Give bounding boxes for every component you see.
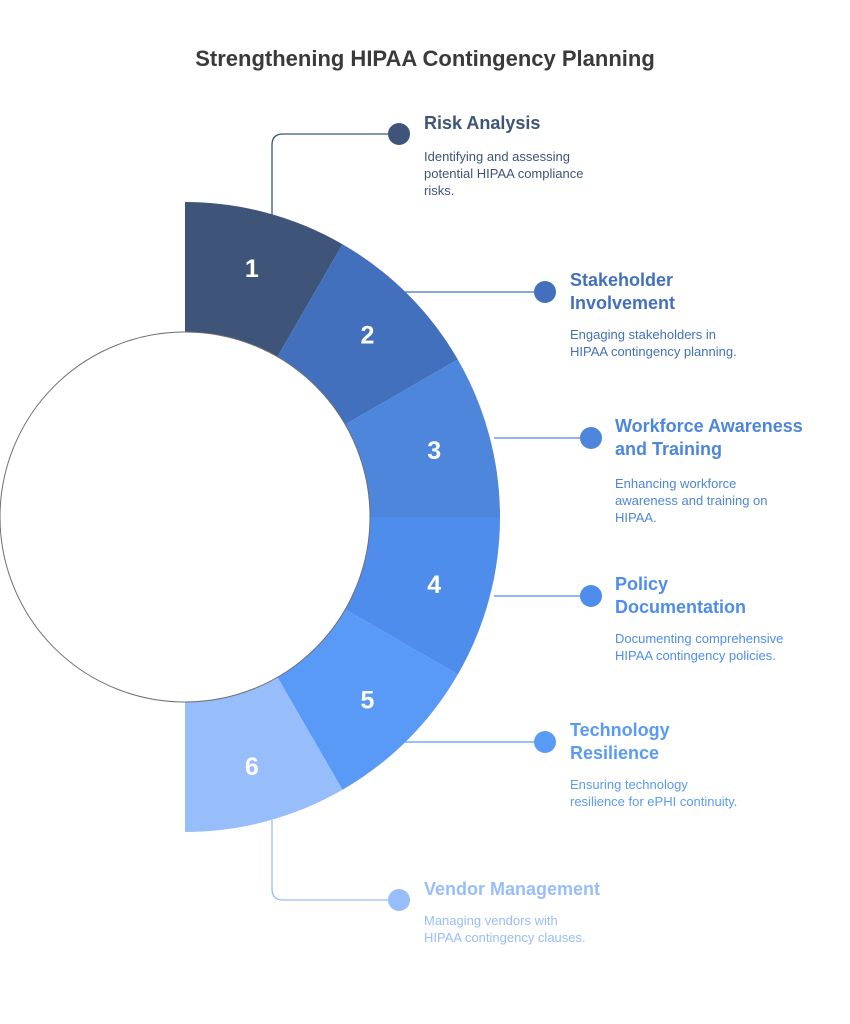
inner-circle <box>0 331 371 703</box>
step-description-5: Ensuring technology resilience for ePHI c… <box>570 776 737 810</box>
segment-5 <box>277 609 458 790</box>
segment-number-2: 2 <box>360 322 374 350</box>
segment-number-5: 5 <box>360 686 374 714</box>
dots <box>388 123 602 911</box>
segment-2 <box>277 244 458 425</box>
numbers: 1 2 3 4 5 6 <box>245 255 441 781</box>
connectors <box>271 133 591 901</box>
segment-number-6: 6 <box>245 753 259 781</box>
title: Strengthening HIPAA Contingency Planning <box>195 46 655 71</box>
step-heading-line: Vendor Management <box>424 879 601 899</box>
step-description-line: Identifying and assessing <box>424 149 570 164</box>
step-heading-1: Risk Analysis <box>424 112 540 135</box>
step-description-line: Documenting comprehensive <box>615 631 784 646</box>
step-description-line: HIPAA. <box>615 510 657 525</box>
step-description-3: Enhancing workforce awareness and trainin… <box>615 475 768 526</box>
step-heading-line: Documentation <box>615 597 747 617</box>
step-heading-line: Technology <box>570 720 670 740</box>
marker-dot-6 <box>388 889 410 911</box>
step-heading-3: Workforce Awareness and Training <box>615 415 803 461</box>
step-heading-line: and Training <box>615 439 723 459</box>
segment-number-3: 3 <box>427 437 441 465</box>
step-heading-line: Workforce Awareness <box>615 416 803 436</box>
marker-dot-3 <box>580 427 602 449</box>
segment-4 <box>345 517 500 675</box>
step-description-line: HIPAA contingency policies. <box>615 648 776 663</box>
step-heading-line: Stakeholder <box>570 270 674 290</box>
marker-dot-2 <box>534 281 556 303</box>
step-description-line: Ensuring technology <box>570 777 688 792</box>
marker-dot-4 <box>580 585 602 607</box>
marker-dot-1 <box>388 123 410 145</box>
step-description-line: potential HIPAA compliance <box>424 166 584 181</box>
step-description-line: HIPAA contingency clauses. <box>424 930 586 945</box>
segment-3 <box>345 359 500 517</box>
step-description-line: awareness and training on <box>615 493 768 508</box>
step-heading-line: Risk Analysis <box>424 113 541 133</box>
step-description-line: Managing vendors with <box>424 913 558 928</box>
step-description-line: HIPAA contingency planning. <box>570 344 737 359</box>
marker-dot-5 <box>534 731 556 753</box>
step-description-2: Engaging stakeholders in HIPAA contingenc… <box>570 326 737 360</box>
segment-number-1: 1 <box>245 255 259 283</box>
step-description-line: risks. <box>424 183 455 198</box>
step-description-line: Engaging stakeholders in <box>570 327 716 342</box>
step-description-1: Identifying and assessing potential HIPAA… <box>424 148 583 199</box>
segment-1 <box>185 202 343 357</box>
segment-6 <box>185 677 343 832</box>
step-heading-line: Involvement <box>570 293 676 313</box>
connector-line-6 <box>271 820 399 901</box>
step-heading-line: Resilience <box>570 743 660 763</box>
segments <box>185 202 500 832</box>
connector-line-1 <box>271 133 399 215</box>
step-description-line: Enhancing workforce <box>615 476 737 491</box>
segment-number-4: 4 <box>427 571 441 599</box>
step-description-line: resilience for ePHI continuity. <box>570 794 738 809</box>
step-heading-line: Policy <box>615 574 669 594</box>
step-heading-6: Vendor Management <box>424 878 600 901</box>
